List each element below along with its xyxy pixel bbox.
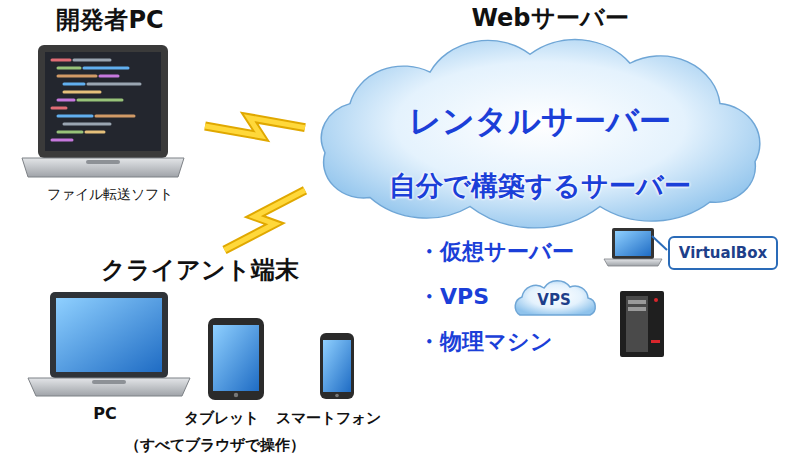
list-item: ・仮想サーバー	[418, 239, 574, 265]
lightning-link	[225, 190, 306, 250]
client-tablet: タブレット	[172, 315, 270, 430]
device-label: スマートフォン	[276, 409, 381, 427]
node-heading: 開発者PC	[56, 6, 163, 35]
client-group: クライアント端末 （すべてブラウザで操作） PC タブレットスマートフォン	[10, 250, 400, 465]
list-item: ・物理マシン	[418, 329, 553, 355]
client-pc: PC	[20, 290, 190, 425]
lightning-link	[205, 118, 305, 136]
list-item: ・VPS	[418, 284, 489, 310]
cloud-label: VPS	[537, 291, 570, 309]
device-label: PC	[93, 404, 116, 423]
node-heading: Webサーバー	[471, 4, 628, 33]
device-label: タブレット	[184, 409, 259, 427]
server-type: 自分で構築するサーバー	[389, 170, 691, 202]
badge-text: VirtualBox	[679, 244, 767, 262]
node-caption: ファイル転送ソフト	[47, 186, 173, 203]
node-heading: クライアント端末	[101, 256, 299, 285]
lightning-outline	[225, 190, 306, 250]
smartphone-device	[320, 333, 354, 399]
vps-cloud: VPS	[508, 278, 600, 320]
tablet-device	[208, 318, 264, 400]
lightning-outline	[205, 118, 305, 136]
virtual-laptop	[604, 228, 667, 266]
lightning-core	[225, 190, 306, 250]
group-note: （すべてブラウザで操作）	[125, 436, 305, 454]
server-type: レンタルサーバー	[409, 102, 671, 140]
web-server-cloud: Webサーバーレンタルサーバー自分で構築するサーバー	[305, 0, 795, 232]
virtualbox-badge: VirtualBox	[668, 236, 778, 270]
lightning-core	[205, 118, 305, 136]
client-laptop	[28, 292, 190, 396]
client-smartphone: スマートフォン	[269, 330, 388, 430]
developer-laptop	[22, 45, 184, 177]
tower-pc	[620, 291, 664, 357]
developer-pc: 開発者PC ファイル転送ソフト	[10, 0, 205, 210]
